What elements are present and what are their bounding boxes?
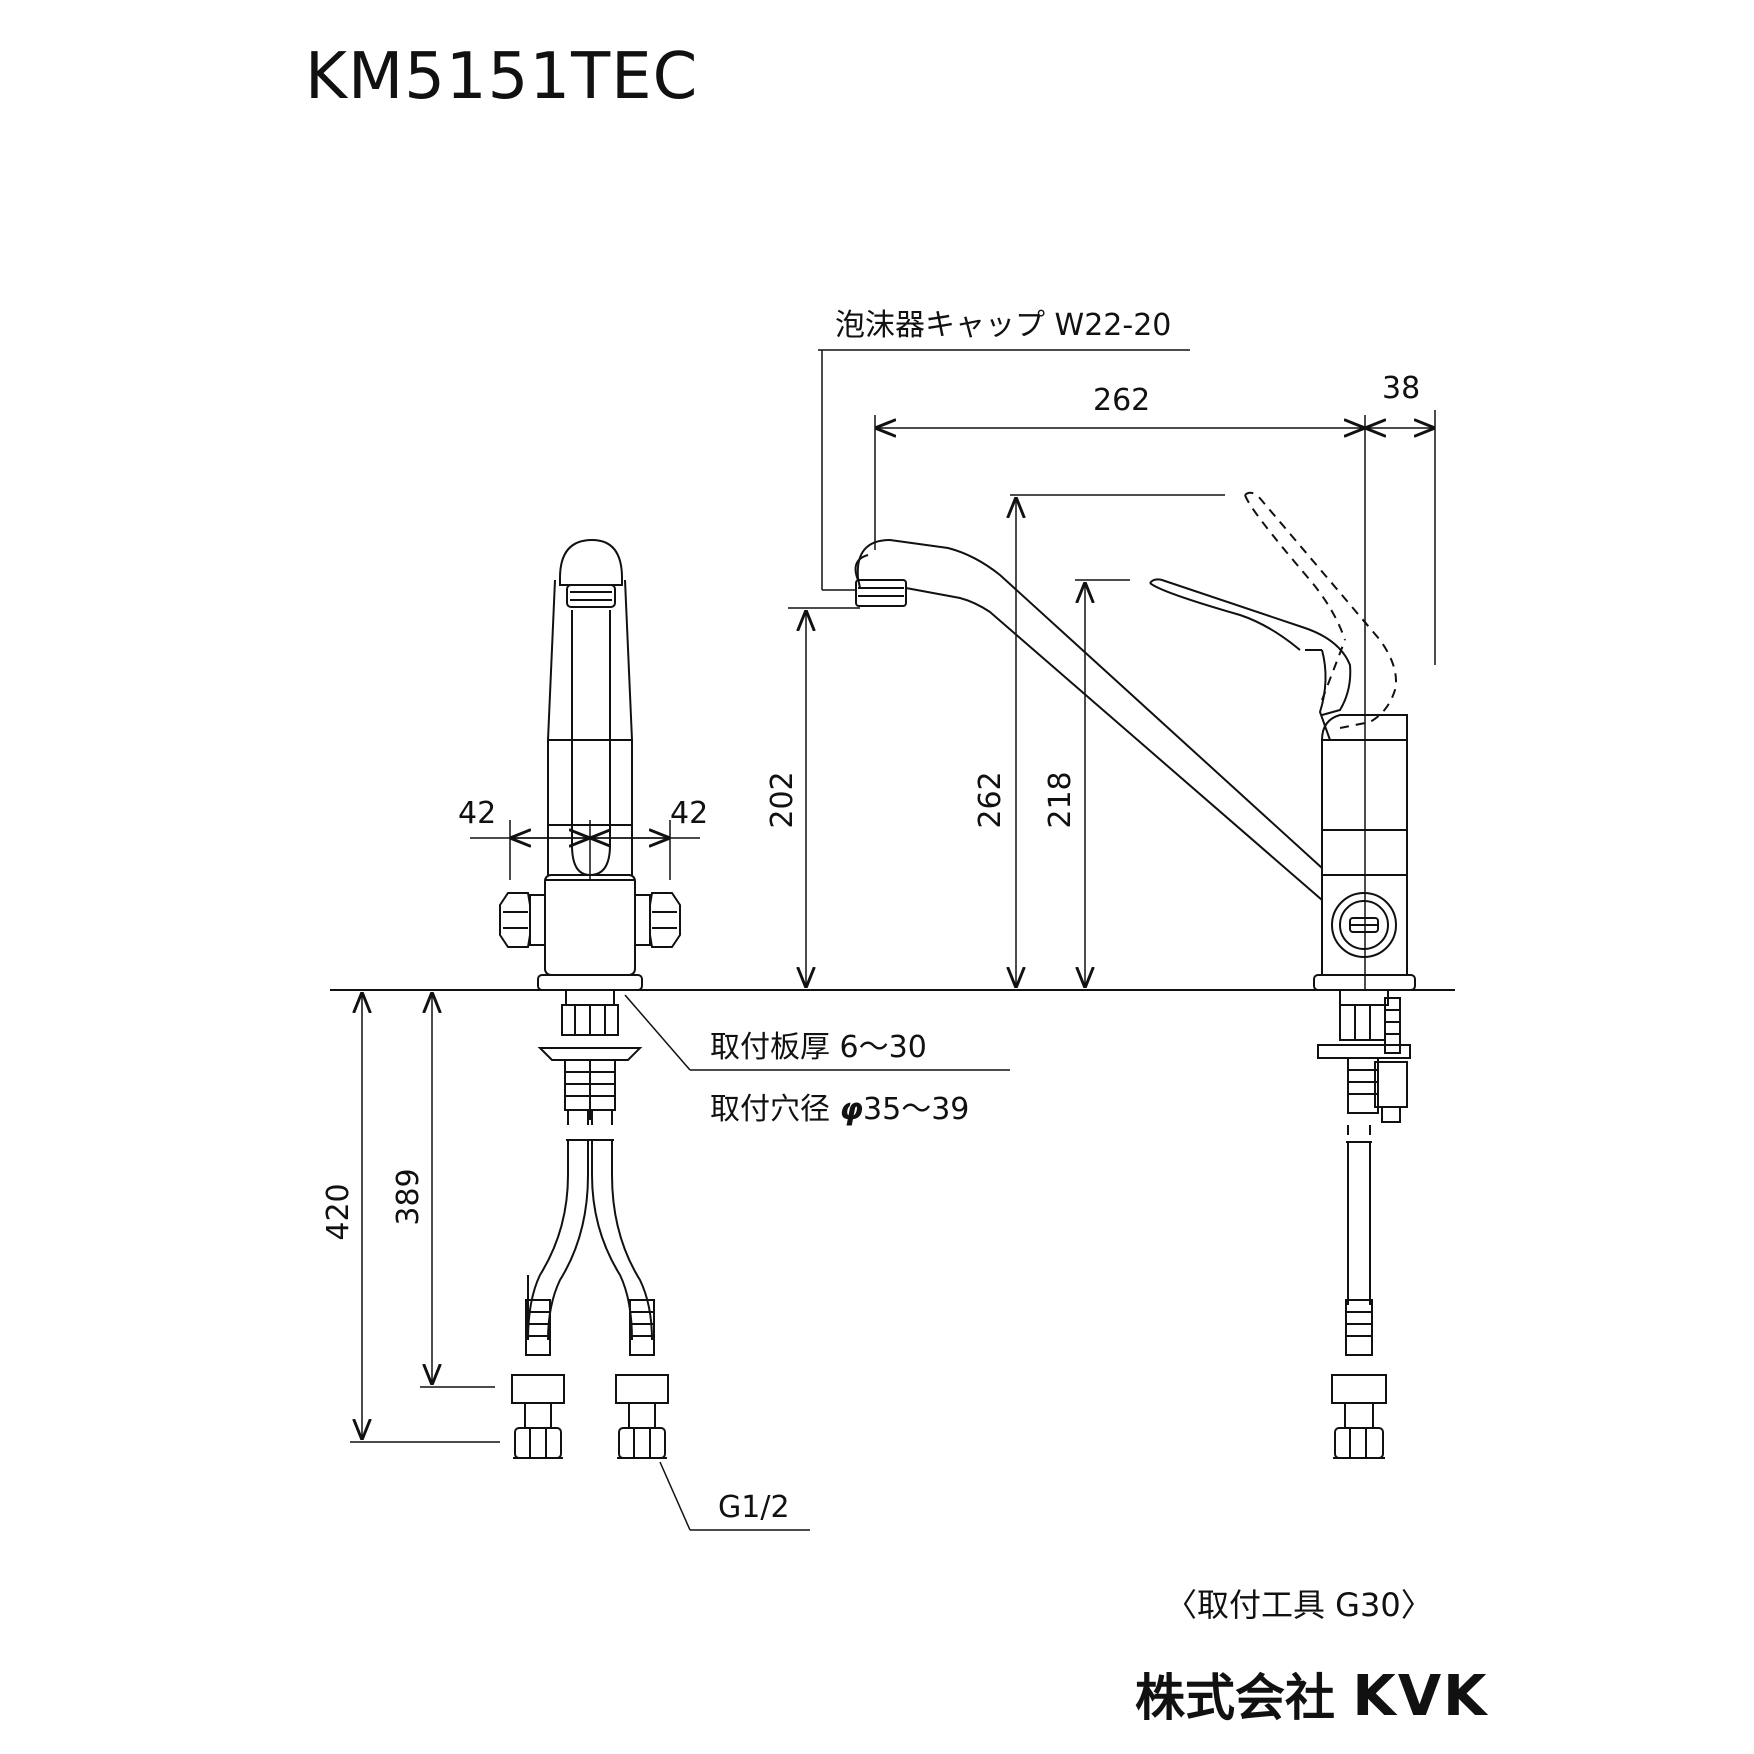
side-dimensions [788, 349, 1436, 990]
dim-spout-reach: 262 [1093, 383, 1150, 418]
aerator-cap-label: 泡沫器キャップ W22-20 [835, 308, 1172, 343]
dim-handle-offset: 38 [1382, 371, 1420, 406]
dim-overall-height: 262 [973, 771, 1008, 828]
hole-diameter-label: 取付穴径 φ35〜39 [710, 1084, 969, 1128]
dim-right-offset: 42 [670, 796, 708, 831]
dim-left-offset: 42 [458, 796, 496, 831]
company-prefix: 株式会社 [1135, 1669, 1353, 1727]
hose-dimensions [350, 992, 500, 1443]
thread-label: G1/2 [718, 1490, 790, 1525]
company-name: 株式会社 KVK [1135, 1658, 1489, 1730]
handle-raised-outline [1244, 491, 1397, 729]
model-title: KM5151TEC [305, 40, 699, 114]
mounting-leaders [624, 994, 1010, 1531]
front-view [499, 538, 681, 1459]
plate-thickness-label: 取付板厚 6〜30 [710, 1030, 927, 1065]
diameter-symbol: φ [839, 1092, 864, 1127]
tool-label: 〈取付工具 G30〉 [1165, 1586, 1433, 1624]
hole-diameter-prefix: 取付穴径 [710, 1092, 840, 1127]
dim-hose-total: 420 [321, 1183, 356, 1240]
front-width-dimension [470, 820, 700, 880]
dim-spout-height: 202 [765, 771, 800, 828]
dim-hose-nut: 389 [391, 1168, 426, 1225]
dim-handle-height: 218 [1043, 771, 1078, 828]
hole-diameter-value: 35〜39 [863, 1092, 970, 1127]
brand-logo: KVK [1352, 1664, 1489, 1729]
